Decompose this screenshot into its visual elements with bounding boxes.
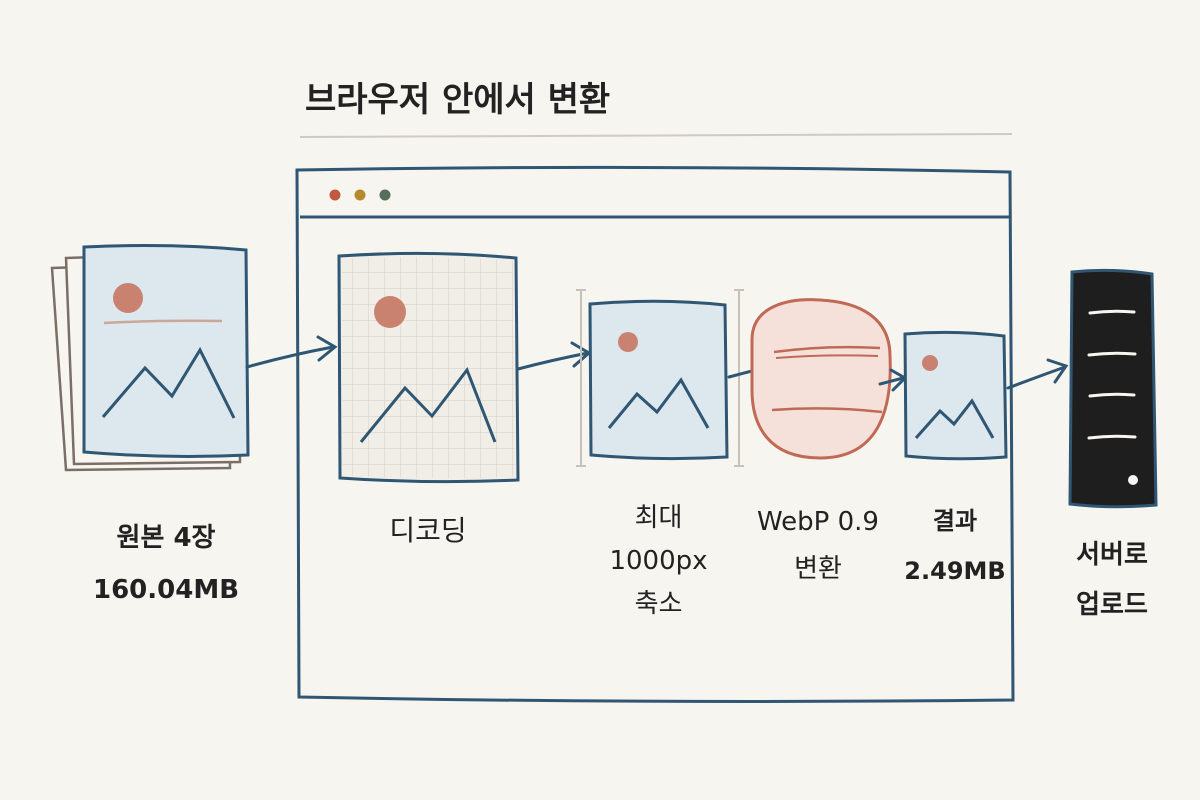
- result-label: 결과 2.49MB: [890, 496, 1020, 596]
- page-title: 브라우저 안에서 변환: [305, 80, 611, 120]
- webp-blob-icon: [750, 298, 892, 460]
- image-stack-icon: [50, 244, 250, 472]
- resize-line2: 1000px: [609, 546, 708, 576]
- window-dot-green: [379, 189, 391, 201]
- arrow-right-icon: [1006, 358, 1069, 390]
- resize-line3: 축소: [634, 589, 683, 619]
- server-icon: [1068, 268, 1158, 509]
- upload-line1: 서버로: [1076, 540, 1148, 570]
- result-line1: 결과: [932, 507, 978, 535]
- arrow-right-icon: [245, 335, 338, 369]
- original-size: 160.04MB: [92, 575, 240, 605]
- convert-line2: 변환: [794, 554, 842, 584]
- grid-image-icon: [337, 251, 520, 484]
- decode-label: 디코딩: [348, 510, 508, 552]
- upload-line2: 업로드: [1076, 590, 1148, 620]
- resized-image-icon: [588, 299, 729, 461]
- convert-line1: WebP 0.9: [757, 507, 879, 537]
- result-size: 2.49MB: [904, 557, 1006, 585]
- window-dot-yellow: [354, 189, 366, 201]
- original-label: 원본 4장 160.04MB: [66, 512, 266, 616]
- decode-text: 디코딩: [389, 514, 467, 547]
- upload-label: 서버로 업로드: [1050, 530, 1174, 630]
- resize-bracket-left: [576, 289, 586, 467]
- result-image-icon: [903, 330, 1008, 461]
- arrow-right-icon: [516, 341, 592, 371]
- convert-label: WebP 0.9 변환: [742, 499, 894, 593]
- browser-window: [295, 165, 1015, 703]
- original-count: 원본 4장: [116, 523, 216, 553]
- resize-line1: 최대: [634, 503, 683, 533]
- resize-bracket-right: [734, 289, 744, 467]
- window-dot-red: [329, 189, 341, 201]
- title-underline: [299, 133, 1013, 138]
- resize-label: 최대 1000px 축소: [586, 497, 731, 626]
